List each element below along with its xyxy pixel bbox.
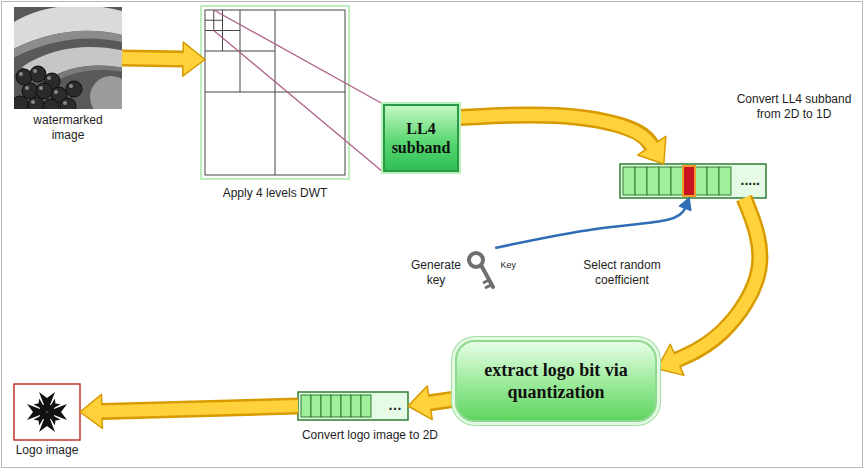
- annotation-text: Convert logo image to 2D: [290, 428, 450, 443]
- connector-arrow: [657, 198, 760, 375]
- arrow-shaft: [214, 10, 383, 104]
- arrow-shaft: [495, 205, 686, 248]
- photo-figure: watermarked image: [14, 7, 122, 143]
- connector-arrow: [459, 115, 666, 164]
- key-text: Key: [500, 260, 516, 271]
- label-slot: Select random coefficient: [572, 258, 672, 288]
- arrow-shaft: [122, 58, 187, 59]
- label-slot: Convert logo image to 2D: [290, 428, 450, 443]
- process-box: extract logo bit via quantization: [455, 340, 657, 422]
- coefficient-array-cells: [620, 164, 766, 198]
- subband-box: LL4 subband: [383, 104, 459, 172]
- projection-line: [214, 31, 383, 173]
- figure-area: [14, 7, 122, 109]
- arrow-shaft: [459, 115, 654, 149]
- key-icon: Key Generate key: [408, 248, 516, 292]
- node-label: extract logo bit via quantization: [465, 359, 647, 404]
- arrow-shaft: [426, 399, 455, 403]
- connector-arrow: [495, 198, 691, 248]
- figure-caption: Apply 4 levels DWT: [205, 186, 345, 201]
- arrow-shaft: [673, 198, 759, 361]
- label-slot: Convert LL4 subband from 2D to 1D: [730, 92, 858, 122]
- connector-arrow: [408, 386, 455, 420]
- arrow-shaft: [98, 406, 298, 412]
- connector-arrow: [80, 394, 298, 428]
- annotation-text: Convert LL4 subband from 2D to 1D: [730, 92, 858, 122]
- node-label: LL4 subband: [388, 119, 454, 157]
- figure-area: [14, 384, 80, 440]
- key-caption: Generate key: [408, 258, 464, 288]
- logo-bit-array: …: [298, 392, 408, 420]
- continuation-dots: …: [388, 397, 402, 415]
- logo-figure: Logo image: [14, 384, 80, 458]
- connector-arrow: [122, 42, 205, 76]
- connector-arrow: [214, 10, 383, 104]
- key-area: Key: [464, 248, 516, 292]
- dwt-grid: [201, 6, 349, 179]
- dwt-figure: Apply 4 levels DWT: [205, 10, 345, 201]
- coefficient-array: .....: [620, 164, 766, 198]
- key-symbol: [469, 253, 493, 288]
- figure-caption: watermarked image: [23, 113, 113, 143]
- continuation-dots: .....: [741, 172, 760, 190]
- figure-area: [205, 10, 345, 175]
- figure-caption: Logo image: [7, 443, 87, 458]
- annotation-text: Select random coefficient: [572, 258, 672, 288]
- logo-picture: [14, 384, 80, 440]
- watermarked-photo: [9, 5, 132, 118]
- logo-bit-array-cells: [298, 392, 408, 420]
